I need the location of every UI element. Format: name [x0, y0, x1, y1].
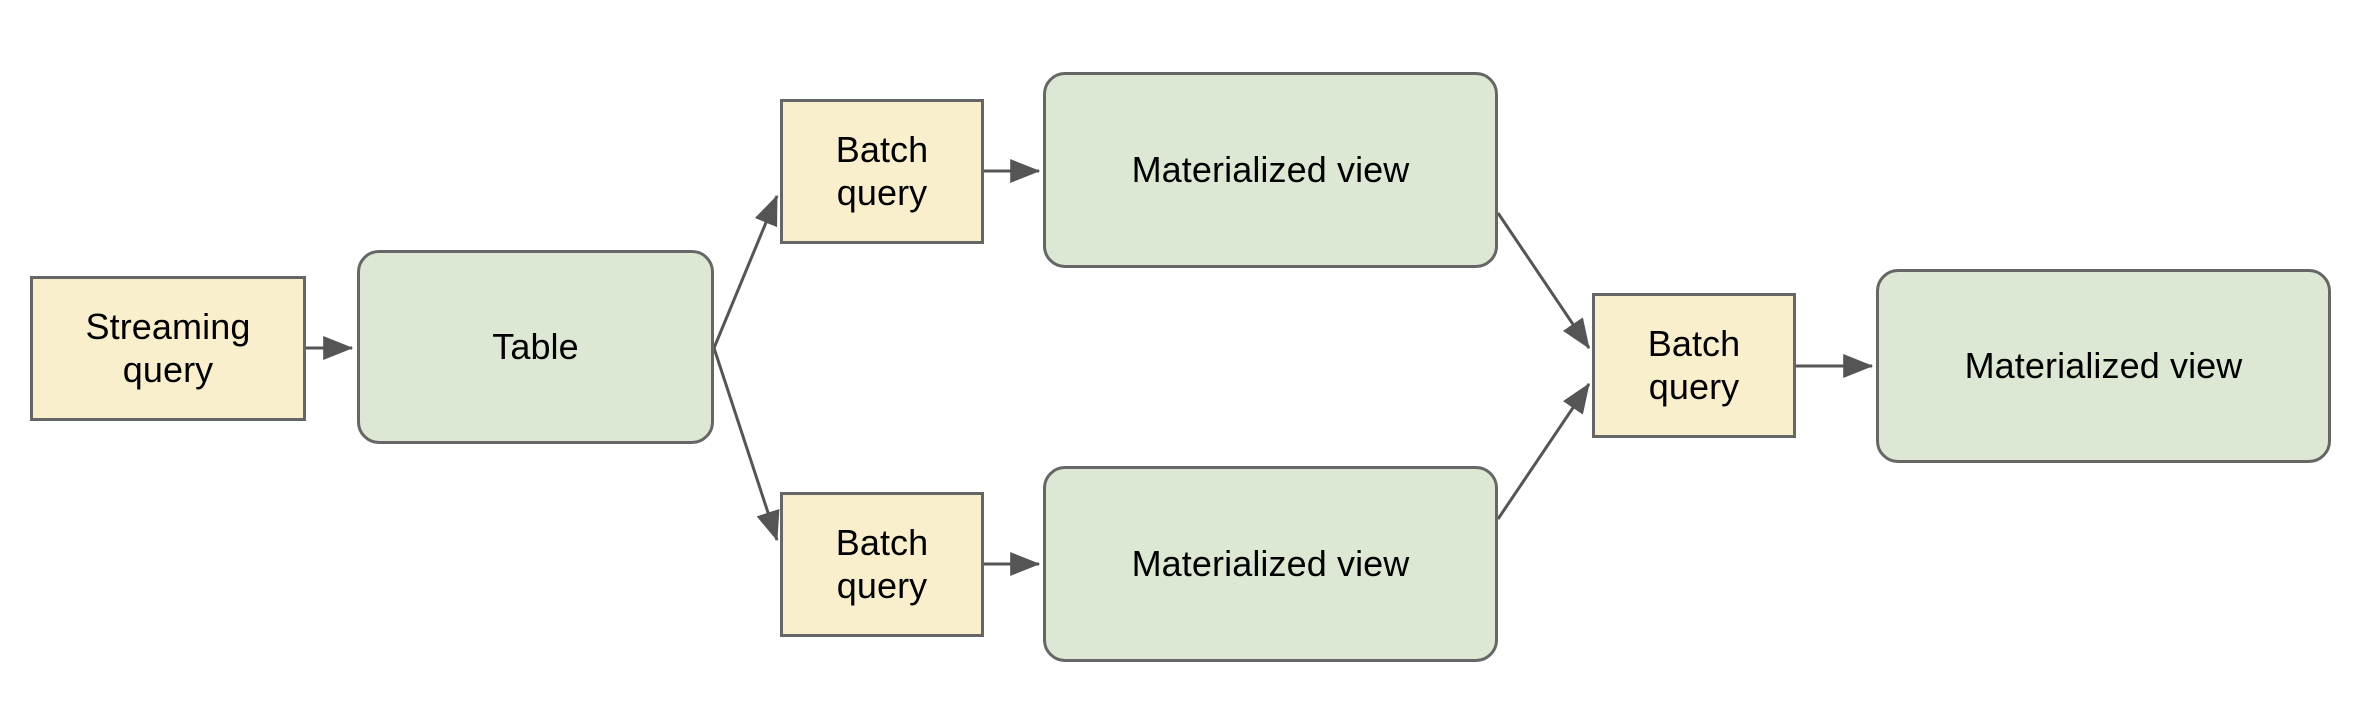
- node-materialized-view-right[interactable]: Materialized view: [1876, 269, 2331, 463]
- edge-materialized-view-bottom-to-batch-query-right: [1496, 383, 1591, 520]
- node-batch-query-top[interactable]: Batch query: [780, 99, 984, 244]
- node-table[interactable]: Table: [357, 250, 714, 444]
- edge-table-to-batch-query-top: [712, 194, 779, 349]
- node-batch-query-bottom[interactable]: Batch query: [780, 492, 984, 637]
- node-streaming-query[interactable]: Streaming query: [30, 276, 306, 421]
- edge-materialized-view-top-to-batch-query-right: [1496, 212, 1591, 349]
- node-materialized-view-top[interactable]: Materialized view: [1043, 72, 1498, 268]
- node-materialized-view-bottom[interactable]: Materialized view: [1043, 466, 1498, 662]
- node-batch-query-right[interactable]: Batch query: [1592, 293, 1796, 438]
- edge-table-to-batch-query-bottom: [712, 347, 780, 542]
